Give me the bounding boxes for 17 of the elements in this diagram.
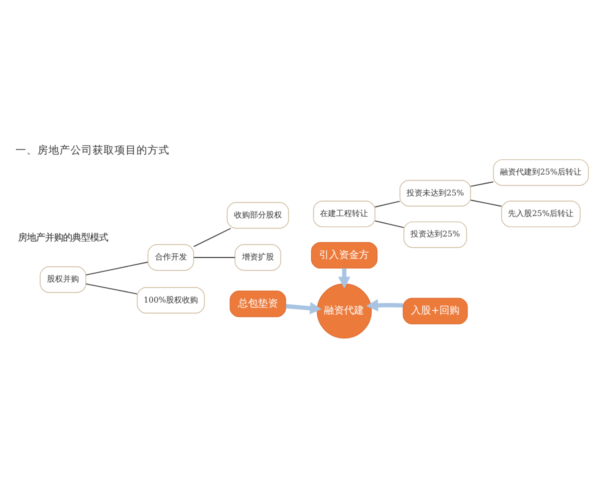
arrow — [286, 302, 322, 314]
node-box: 总包垫资 — [230, 290, 286, 318]
connector — [193, 257, 236, 258]
node-box: 引入资金方 — [311, 242, 378, 269]
connector — [193, 228, 232, 247]
label: 房地产并购的典型模式 — [18, 232, 108, 244]
arrow — [338, 268, 350, 288]
connector — [374, 200, 400, 208]
connector — [470, 200, 502, 207]
node-box: 入股+回购 — [402, 298, 468, 324]
node-circle: 融资代建 — [316, 284, 372, 338]
connector — [86, 284, 138, 294]
connector — [470, 181, 494, 187]
connector — [86, 262, 148, 276]
connector — [374, 220, 404, 228]
arrow — [366, 299, 404, 312]
diagram-title: 一、房地产公司获取项目的方式 — [16, 143, 170, 156]
